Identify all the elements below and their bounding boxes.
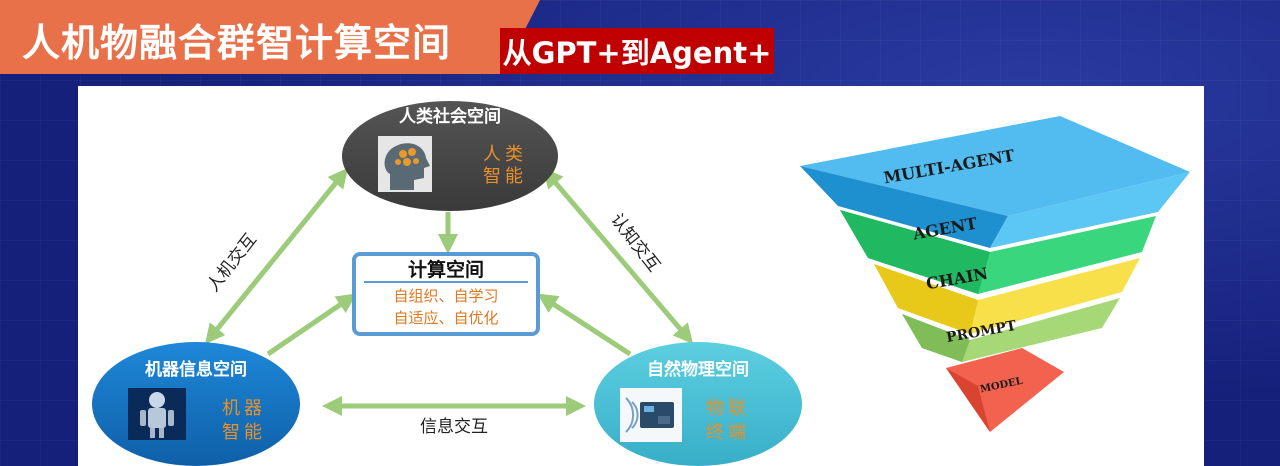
node-top-line2: 智能	[483, 166, 527, 187]
node-right-title: 自然物理空间	[647, 359, 749, 380]
node-left-title: 机器信息空间	[145, 359, 247, 380]
diagram-canvas: 人机交互 认知交互 信息交互 人类社会空间 人类 智能 计算空间 自组织、自学习…	[92, 101, 1190, 466]
title-banner	[0, 0, 540, 74]
node-right-line1: 物联	[706, 398, 750, 419]
subtitle-badge: 从GPT+到Agent+	[500, 28, 774, 74]
brain-head-icon	[378, 136, 432, 192]
agent-pyramid: MULTI-AGENT AGENT CHAIN PROMPT MODEL	[800, 116, 1190, 432]
center-box	[352, 252, 540, 336]
center-title: 计算空间	[408, 258, 484, 281]
right-to-center-arrow	[537, 293, 632, 357]
edge-left-arrow	[204, 167, 349, 345]
iot-device-icon	[620, 388, 682, 442]
left-to-center-arrow	[266, 293, 357, 357]
center-line1: 自组织、自学习	[393, 287, 498, 305]
node-top-title: 人类社会空间	[399, 106, 501, 127]
edge-right-arrow	[542, 167, 694, 345]
node-top-line1: 人类	[483, 144, 527, 165]
edge-label-right: 认知交互	[606, 210, 664, 276]
content-panel: 人机交互 认知交互 信息交互 人类社会空间 人类 智能 计算空间 自组织、自学习…	[78, 86, 1204, 466]
edge-label-bottom: 信息交互	[420, 417, 488, 437]
center-line2: 自适应、自优化	[393, 309, 498, 327]
node-left-line1: 机器	[222, 398, 266, 419]
page-title: 人机物融合群智计算空间	[22, 21, 452, 65]
node-left-line2: 智能	[222, 422, 266, 443]
node-right-line2: 终端	[706, 422, 750, 443]
robot-icon	[128, 388, 186, 440]
